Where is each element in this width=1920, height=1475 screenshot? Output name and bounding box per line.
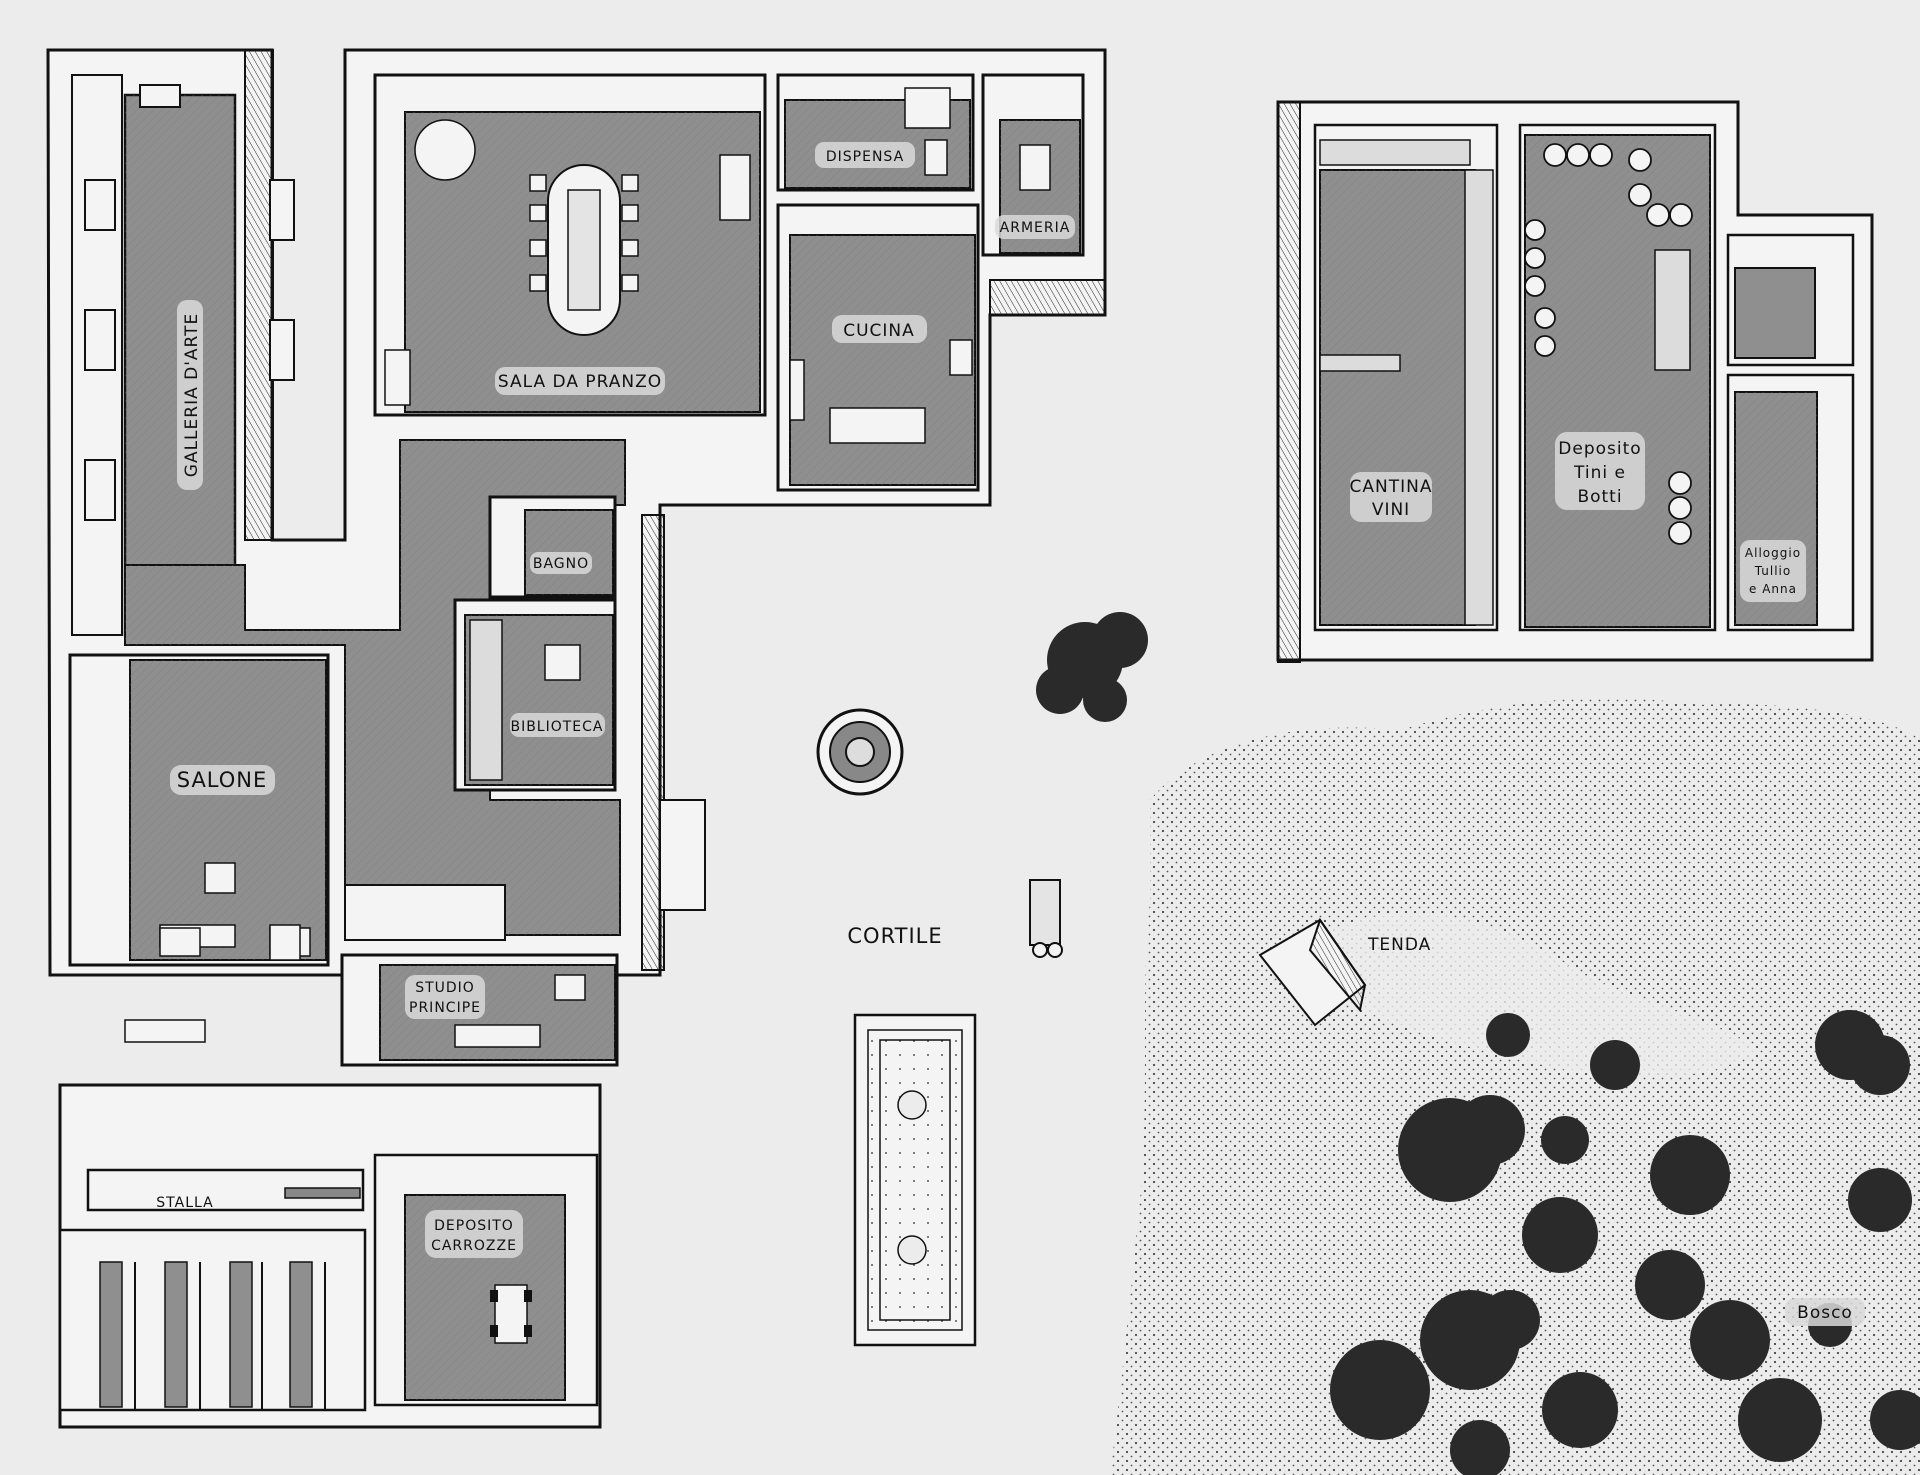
- room-cucina: [776, 203, 980, 492]
- courtyard-gate: [659, 799, 706, 911]
- label-tenda: TENDA: [1367, 935, 1431, 955]
- room-salone: [68, 653, 330, 1043]
- label-armeria: ARMERIA: [1000, 220, 1071, 236]
- label-deposito-tini-2: Tini e: [1573, 463, 1626, 483]
- label-alloggio-2: Tullio: [1754, 564, 1791, 578]
- label-galleria: GALLERIA D'ARTE: [182, 313, 202, 477]
- label-deposito-tini-1: Deposito: [1558, 439, 1641, 459]
- room-sala-pranzo: [373, 73, 767, 417]
- carriage-icon: [490, 1284, 532, 1344]
- label-sala-pranzo: SALA DA PRANZO: [498, 372, 662, 392]
- room-dispensa: [776, 73, 975, 192]
- label-salone: SALONE: [177, 768, 268, 792]
- fountain-icon: [816, 708, 904, 796]
- label-deposito-tini-3: Botti: [1577, 487, 1622, 507]
- garden-bed: [853, 1013, 977, 1347]
- cart-icon: [1029, 879, 1063, 958]
- label-bosco: Bosco: [1797, 1303, 1853, 1323]
- label-cantina-2: VINI: [1372, 500, 1410, 520]
- label-deposito-carrozze-2: CARROZZE: [431, 1238, 517, 1254]
- tree-icon: [1036, 612, 1148, 722]
- label-bagno: BAGNO: [533, 556, 589, 572]
- forest-trees: [1330, 1010, 1920, 1475]
- label-dispensa: DISPENSA: [826, 149, 904, 165]
- building-stalla: [58, 1168, 367, 1412]
- room-biblioteca: [453, 598, 617, 792]
- label-studio-2: PRINCIPE: [409, 1000, 481, 1016]
- forest-area: [1110, 698, 1920, 1475]
- label-alloggio-1: Alloggio: [1745, 546, 1801, 560]
- label-alloggio-3: e Anna: [1749, 582, 1797, 596]
- room-bagno: [488, 495, 617, 599]
- label-biblioteca: BIBLIOTECA: [510, 719, 603, 735]
- courtyard-wall: [641, 514, 665, 971]
- label-stalla: STALLA: [156, 1195, 213, 1211]
- label-cantina-1: CANTINA: [1350, 477, 1433, 497]
- label-deposito-carrozze-1: DEPOSITO: [434, 1218, 514, 1234]
- label-studio-1: STUDIO: [415, 980, 475, 996]
- label-cucina: CUCINA: [843, 321, 915, 341]
- room-deposito-carrozze: [373, 1153, 599, 1407]
- forest-clearing: [1320, 913, 1760, 1078]
- label-cortile: CORTILE: [847, 924, 942, 948]
- tent-icon: [1258, 917, 1367, 1027]
- staircase: [344, 884, 506, 941]
- barrel-icon: [1524, 143, 1693, 545]
